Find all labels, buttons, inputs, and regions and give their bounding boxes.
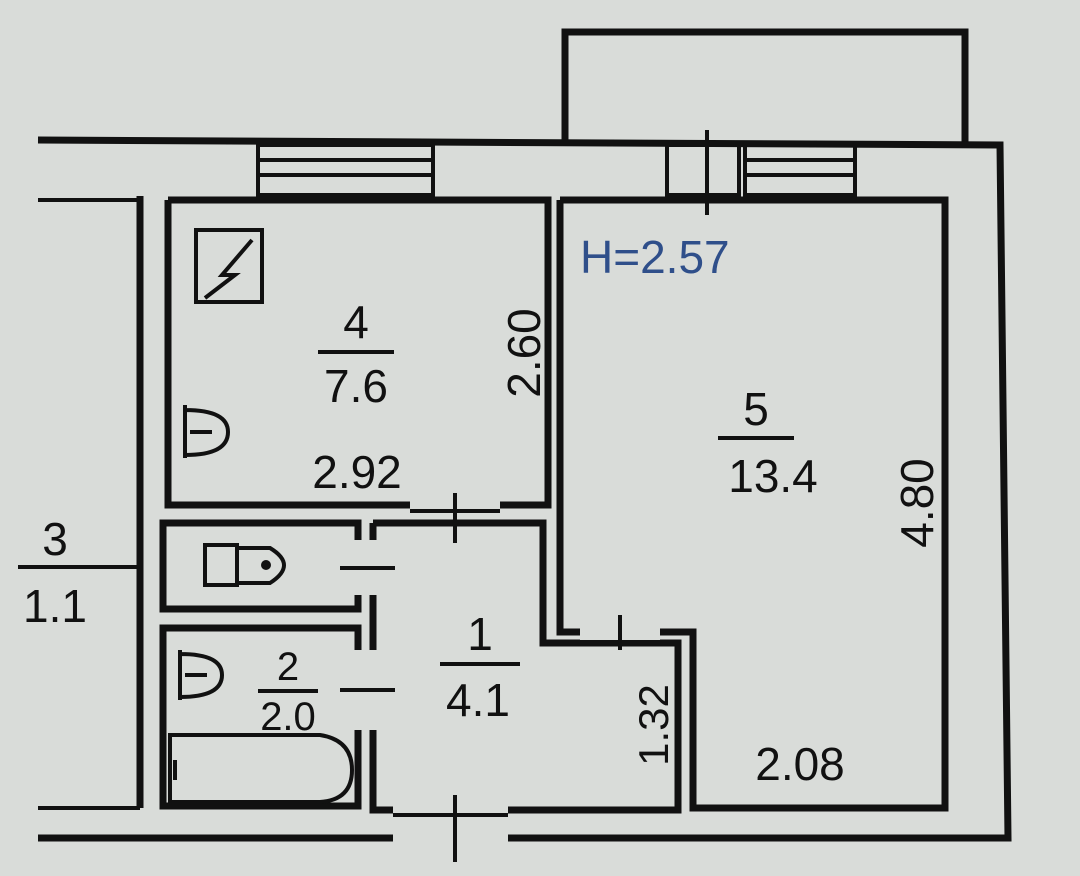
dimension-room4-width: 2.92 — [312, 446, 402, 498]
window-kitchen — [256, 143, 435, 197]
room-2-label: 2 2.0 — [258, 645, 318, 739]
room-4-label: 4 7.6 — [318, 296, 394, 412]
room-3-area: 1.1 — [23, 580, 87, 632]
dimension-room5-depth: 4.80 — [891, 458, 943, 548]
room-5-number: 5 — [743, 383, 769, 435]
balcony-door — [665, 130, 741, 215]
room-1-area: 4.1 — [446, 674, 510, 726]
room-4-outline — [164, 196, 552, 509]
room-3-label: 3 1.1 — [18, 513, 140, 632]
dimension-hall-width: 1.32 — [630, 684, 677, 766]
toilet-icon — [203, 543, 286, 587]
doorways — [340, 493, 660, 862]
dimension-room5-width: 2.08 — [755, 738, 845, 790]
room-1-label: 1 4.1 — [440, 608, 520, 726]
room-1-number: 1 — [467, 608, 493, 660]
room-5-area: 13.4 — [728, 450, 818, 502]
bathtub-icon — [168, 733, 355, 804]
room-4-area: 7.6 — [324, 360, 388, 412]
ceiling-height-label: H=2.57 — [580, 231, 730, 283]
room-5-label: 5 13.4 — [718, 383, 818, 502]
room-4-number: 4 — [343, 296, 369, 348]
room-1-outline — [369, 519, 682, 814]
sink-icon-bath — [178, 650, 225, 700]
stove-icon — [194, 228, 264, 304]
dimension-room4-depth: 2.60 — [498, 308, 550, 398]
room-2-area: 2.0 — [260, 695, 316, 739]
balcony — [561, 28, 969, 145]
room-2-number: 2 — [277, 645, 299, 689]
room-3-number: 3 — [42, 513, 68, 565]
room-5-outline — [556, 196, 949, 812]
window-living — [743, 143, 857, 197]
outer-walls — [37, 136, 1012, 842]
sink-icon — [183, 405, 231, 458]
